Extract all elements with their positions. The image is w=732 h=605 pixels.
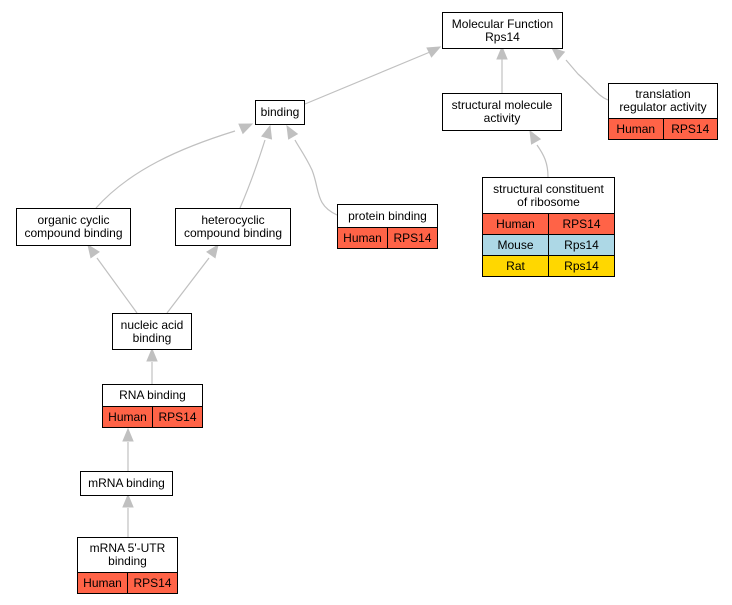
node-label: binding xyxy=(260,105,300,119)
node-label: RNA binding xyxy=(119,388,186,402)
node-heterocyclic-compound-binding[interactable]: heterocyclic compound binding xyxy=(175,208,291,246)
node-binding[interactable]: binding xyxy=(255,100,305,125)
node-nucleic-acid-binding[interactable]: nucleic acid binding xyxy=(112,313,192,350)
species-cell: Human xyxy=(483,214,548,234)
species-cell: Human xyxy=(609,119,663,139)
edge-pb-to-binding xyxy=(286,124,338,216)
edge-sma-to-mf xyxy=(496,45,508,93)
node-mrna-binding[interactable]: mRNA binding xyxy=(80,471,173,496)
node-label: Molecular Function Rps14 xyxy=(451,16,554,44)
arrowhead xyxy=(146,347,158,362)
edge-utr-to-mrnab xyxy=(122,493,134,537)
edge-nab-to-occb xyxy=(87,243,138,314)
node-label: heterocyclic compound binding xyxy=(183,213,283,240)
node-label: mRNA 5'-UTR binding xyxy=(89,541,166,568)
edge-mrnab-to-rnab xyxy=(122,427,134,471)
edge-rnab-to-nab xyxy=(146,347,158,384)
gene-cell: RPS14 xyxy=(548,214,614,234)
node-label: structural molecule activity xyxy=(451,98,553,125)
arrowhead xyxy=(529,129,542,145)
arrowhead xyxy=(496,45,508,60)
arrowhead xyxy=(87,243,100,259)
arrowhead xyxy=(206,243,219,259)
species-cell: Human xyxy=(338,228,387,248)
species-cell: Human xyxy=(78,573,127,593)
edge-binding-to-mf xyxy=(304,46,442,105)
gene-cell: RPS14 xyxy=(152,407,202,427)
node-structural-molecule-activity[interactable]: structural molecule activity xyxy=(442,93,562,131)
edge-tra-to-mf xyxy=(551,47,609,101)
node-label: translation regulator activity xyxy=(619,87,707,114)
gene-cell: RPS14 xyxy=(662,119,717,139)
node-label: mRNA binding xyxy=(88,476,165,490)
node-label: organic cyclic compound binding xyxy=(24,213,123,240)
node-label: structural constituent of ribosome xyxy=(493,181,604,209)
arrowhead xyxy=(426,46,442,58)
arrowhead xyxy=(286,124,299,140)
gene-cell: Rps14 xyxy=(548,256,614,276)
node-molecular-function[interactable]: Molecular Function Rps14 xyxy=(442,12,563,49)
arrowhead xyxy=(261,124,273,140)
gene-cell: Rps14 xyxy=(548,235,614,255)
node-structural-constituent-of-ribosome[interactable]: structural constituent of ribosome Human… xyxy=(482,177,615,277)
species-cell: Human xyxy=(103,407,152,427)
species-cell: Rat xyxy=(483,256,548,276)
species-cell: Mouse xyxy=(483,235,548,255)
gene-cell: RPS14 xyxy=(127,573,177,593)
gene-cell: RPS14 xyxy=(387,228,437,248)
arrowhead xyxy=(122,427,134,442)
node-label: nucleic acid binding xyxy=(120,317,184,345)
node-label: protein binding xyxy=(348,208,427,223)
edge-scr-to-sma xyxy=(529,129,549,178)
arrowhead xyxy=(122,493,134,508)
edge-nab-to-hcb xyxy=(166,243,219,314)
arrowhead xyxy=(238,123,254,135)
edge-occb-to-binding xyxy=(95,123,254,209)
edge-hcb-to-binding xyxy=(239,124,273,209)
node-organic-cyclic-compound-binding[interactable]: organic cyclic compound binding xyxy=(16,208,131,246)
arrowhead xyxy=(551,47,566,61)
